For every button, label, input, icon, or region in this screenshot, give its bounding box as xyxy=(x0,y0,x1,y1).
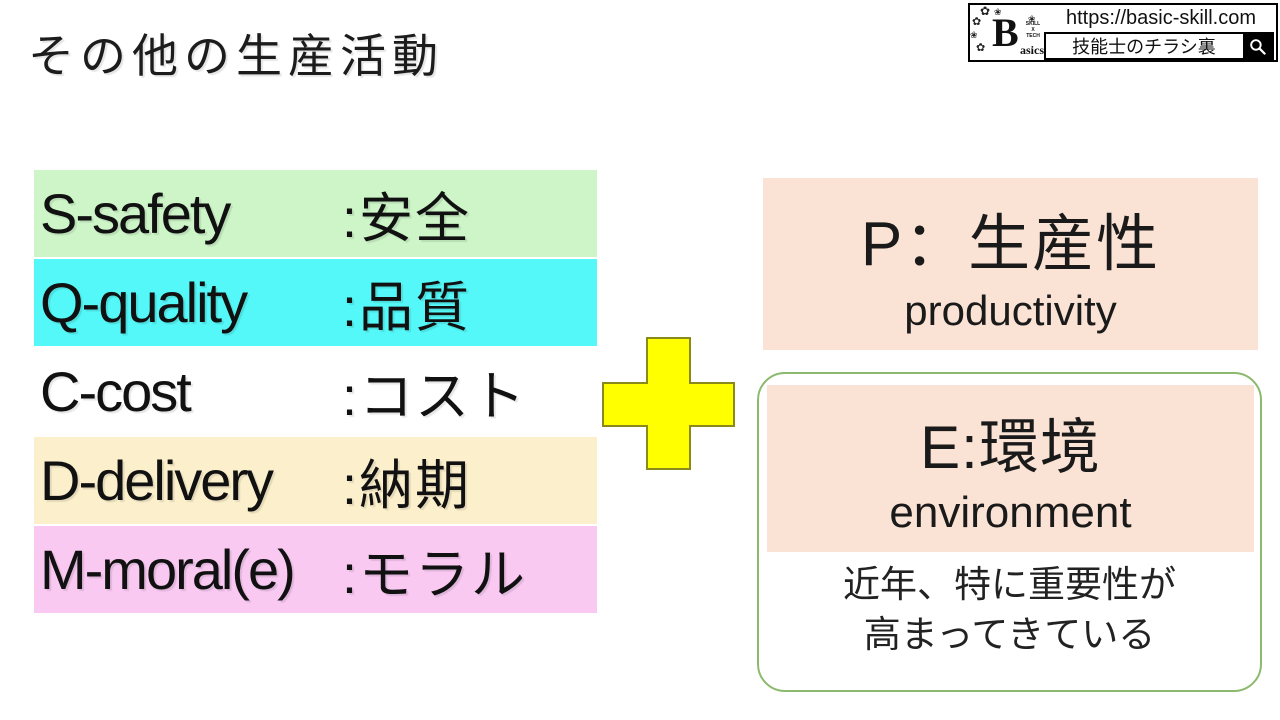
flower-icon: ❀ xyxy=(1028,14,1036,24)
environment-panel: E:環境 environment 近年、特に重要性が 高まってきている xyxy=(757,372,1262,692)
list-item-cost: C-cost :コスト xyxy=(34,348,597,435)
flower-icon: ❀ xyxy=(970,30,978,40)
item-jp-label: :安全 xyxy=(342,189,472,249)
item-jp-label: :納期 xyxy=(342,456,472,516)
search-bar: 技能士のチラシ裏 xyxy=(1044,32,1274,60)
logo-letter: B xyxy=(992,10,1019,55)
environment-subtitle: environment xyxy=(889,488,1132,537)
environment-header: E:環境 environment xyxy=(767,385,1254,552)
productivity-title: P：生産性 xyxy=(860,210,1161,279)
plus-icon xyxy=(602,337,735,470)
site-name: 技能士のチラシ裏 xyxy=(1072,37,1216,57)
flower-icon: ❀ xyxy=(994,7,1002,17)
flower-icon: ✿ xyxy=(980,4,991,18)
item-latin-label: M-moral(e) xyxy=(40,538,296,601)
search-icon xyxy=(1250,38,1266,55)
item-jp-label: :コスト xyxy=(342,367,528,427)
item-latin-label: C-cost xyxy=(40,360,192,423)
item-latin-label: D-delivery xyxy=(40,449,274,512)
environment-note-line1: 近年、特に重要性が xyxy=(843,564,1176,605)
flower-icon: ✿ xyxy=(976,42,986,54)
list-item-moral: M-moral(e) :モラル xyxy=(34,526,597,613)
search-button xyxy=(1243,34,1272,58)
site-url: https://basic-skill.com xyxy=(1065,7,1257,29)
site-logo: ✿ ❀ ✿ ❀ ✿ ❀ B SKILL X TECH asics xyxy=(970,5,1048,60)
item-jp-label: :モラル xyxy=(342,545,528,605)
list-item-delivery: D-delivery :納期 xyxy=(34,437,597,524)
environment-note: 近年、特に重要性が 高まってきている xyxy=(759,560,1260,660)
productivity-subtitle: productivity xyxy=(904,287,1117,334)
branding-box: ✿ ❀ ✿ ❀ ✿ ❀ B SKILL X TECH asics https:/… xyxy=(968,3,1278,62)
environment-note-line2: 高まってきている xyxy=(863,613,1156,655)
plus-shape xyxy=(602,337,735,470)
logo-small-text: SKILL X TECH xyxy=(1025,21,1041,39)
item-jp-label: :品質 xyxy=(342,278,472,338)
logo-suffix: asics xyxy=(1020,43,1044,57)
item-latin-label: S-safety xyxy=(40,182,231,245)
environment-title: E:環境 xyxy=(920,414,1101,481)
productivity-panel: P：生産性 productivity xyxy=(763,178,1258,350)
item-latin-label: Q-quality xyxy=(40,271,248,334)
list-item-safety: S-safety :安全 xyxy=(34,170,597,257)
page-title: その他の生産活動 xyxy=(28,30,444,82)
list-item-quality: Q-quality :品質 xyxy=(34,259,597,346)
flower-icon: ✿ xyxy=(972,16,982,28)
